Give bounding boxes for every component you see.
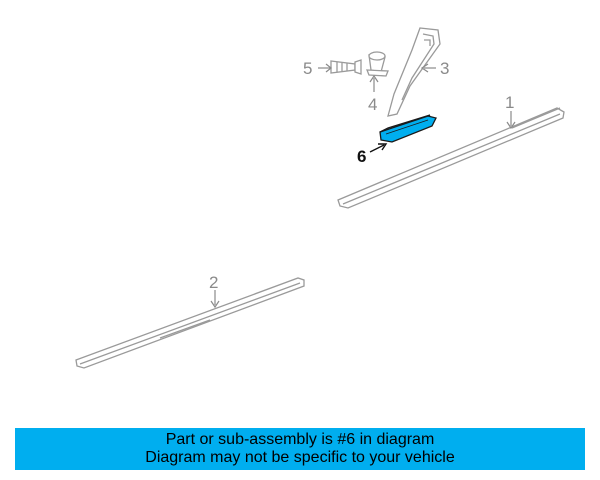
info-banner: Part or sub-assembly is #6 in diagram Di… xyxy=(15,428,585,470)
part-6-highlighted-component xyxy=(379,114,437,143)
leader-lines xyxy=(210,63,516,309)
parts-diagram: 5 4 3 1 2 6 xyxy=(75,27,565,369)
callout-6: 6 xyxy=(357,147,366,166)
callout-5: 5 xyxy=(303,59,312,78)
part-2-belt-moulding xyxy=(75,277,305,369)
callout-3: 3 xyxy=(440,59,449,78)
part-1-belt-moulding xyxy=(337,107,565,209)
callout-4: 4 xyxy=(368,95,377,114)
banner-line-1: Part or sub-assembly is #6 in diagram xyxy=(165,431,435,448)
banner-line-2: Diagram may not be specific to your vehi… xyxy=(145,449,455,466)
part-5-screw xyxy=(330,59,362,75)
part-3-pillar-applique xyxy=(387,27,441,117)
callout-2: 2 xyxy=(209,273,218,292)
part-4-clip-nut xyxy=(366,51,389,77)
callout-1: 1 xyxy=(505,93,514,112)
leader-line-6 xyxy=(369,143,388,153)
